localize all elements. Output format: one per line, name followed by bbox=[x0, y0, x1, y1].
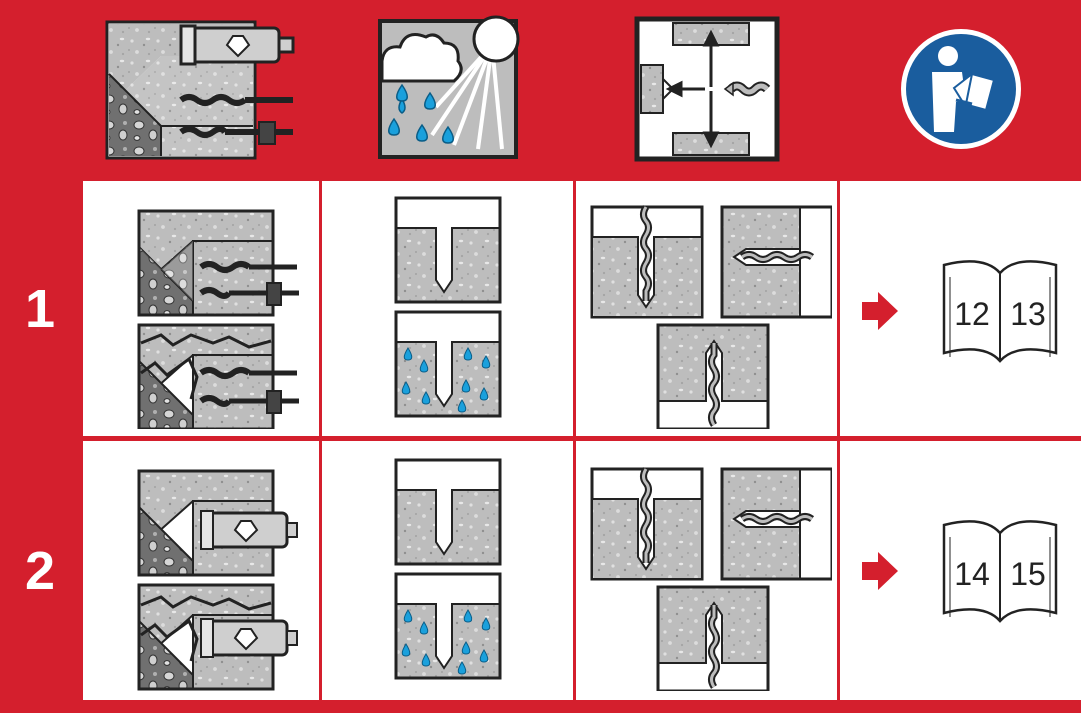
overhead-installation bbox=[656, 585, 769, 691]
downward-installation bbox=[590, 204, 703, 318]
hammer-drill-uncracked bbox=[137, 209, 299, 316]
diamond-drill-uncracked bbox=[137, 469, 298, 576]
hammer-drilling-icon bbox=[137, 209, 299, 429]
header-installation-directions-cell bbox=[576, 0, 837, 178]
book-left-page-number: 14 bbox=[954, 556, 990, 592]
wet-hole bbox=[394, 572, 501, 679]
row-1-number-cell: 1 bbox=[0, 181, 80, 436]
row-1-drilling-cell bbox=[83, 181, 319, 436]
downward-installation bbox=[590, 466, 703, 580]
diamond-drill-cracked bbox=[137, 583, 298, 690]
page-reference-2: 14 15 bbox=[862, 520, 1058, 623]
header-wet-conditions-cell bbox=[322, 0, 573, 178]
row-number: 1 bbox=[24, 278, 56, 339]
installation-directions-icon bbox=[634, 16, 779, 162]
overhead-installation bbox=[656, 323, 769, 429]
row-2-number-cell: 2 bbox=[0, 441, 80, 700]
book-icon: 12 13 bbox=[942, 260, 1058, 363]
header-drilling-methods-cell bbox=[83, 0, 319, 178]
dry-hole bbox=[394, 196, 501, 303]
row-2-drilling-cell bbox=[83, 441, 319, 700]
book-right-page-number: 15 bbox=[1010, 556, 1046, 592]
book-icon: 14 15 bbox=[942, 520, 1058, 623]
header-corner-cell bbox=[0, 0, 80, 178]
wet-conditions-icon bbox=[377, 15, 519, 159]
drill-direction-icon bbox=[590, 204, 832, 429]
dry-hole bbox=[394, 458, 501, 565]
book-left-page-number: 12 bbox=[954, 296, 990, 332]
header-read-manual-cell bbox=[840, 0, 1081, 178]
read-manual-icon bbox=[900, 29, 1021, 149]
horizontal-installation bbox=[720, 467, 832, 580]
row-1-direction-cell bbox=[576, 181, 837, 436]
arrow-right-icon bbox=[862, 552, 898, 590]
diamond-core-drilling-icon bbox=[137, 469, 298, 690]
row-2-reference-cell: 14 15 bbox=[840, 441, 1081, 700]
drill-direction-icon bbox=[590, 466, 832, 691]
book-right-page-number: 13 bbox=[1010, 296, 1046, 332]
horizontal-installation bbox=[720, 205, 832, 318]
row-number: 2 bbox=[24, 540, 56, 601]
dry-wet-hole-icon bbox=[394, 196, 501, 417]
hammer-drill-cracked bbox=[137, 323, 299, 429]
arrow-right-icon bbox=[862, 292, 898, 330]
row-2-hole-condition-cell bbox=[322, 441, 573, 700]
drilling-methods-icon bbox=[105, 20, 295, 160]
wet-hole bbox=[394, 310, 501, 417]
page-reference-1: 12 13 bbox=[862, 260, 1058, 363]
dry-wet-hole-icon bbox=[394, 458, 501, 679]
row-2-direction-cell bbox=[576, 441, 837, 700]
row-1-hole-condition-cell bbox=[322, 181, 573, 436]
row-1-reference-cell: 12 13 bbox=[840, 181, 1081, 436]
